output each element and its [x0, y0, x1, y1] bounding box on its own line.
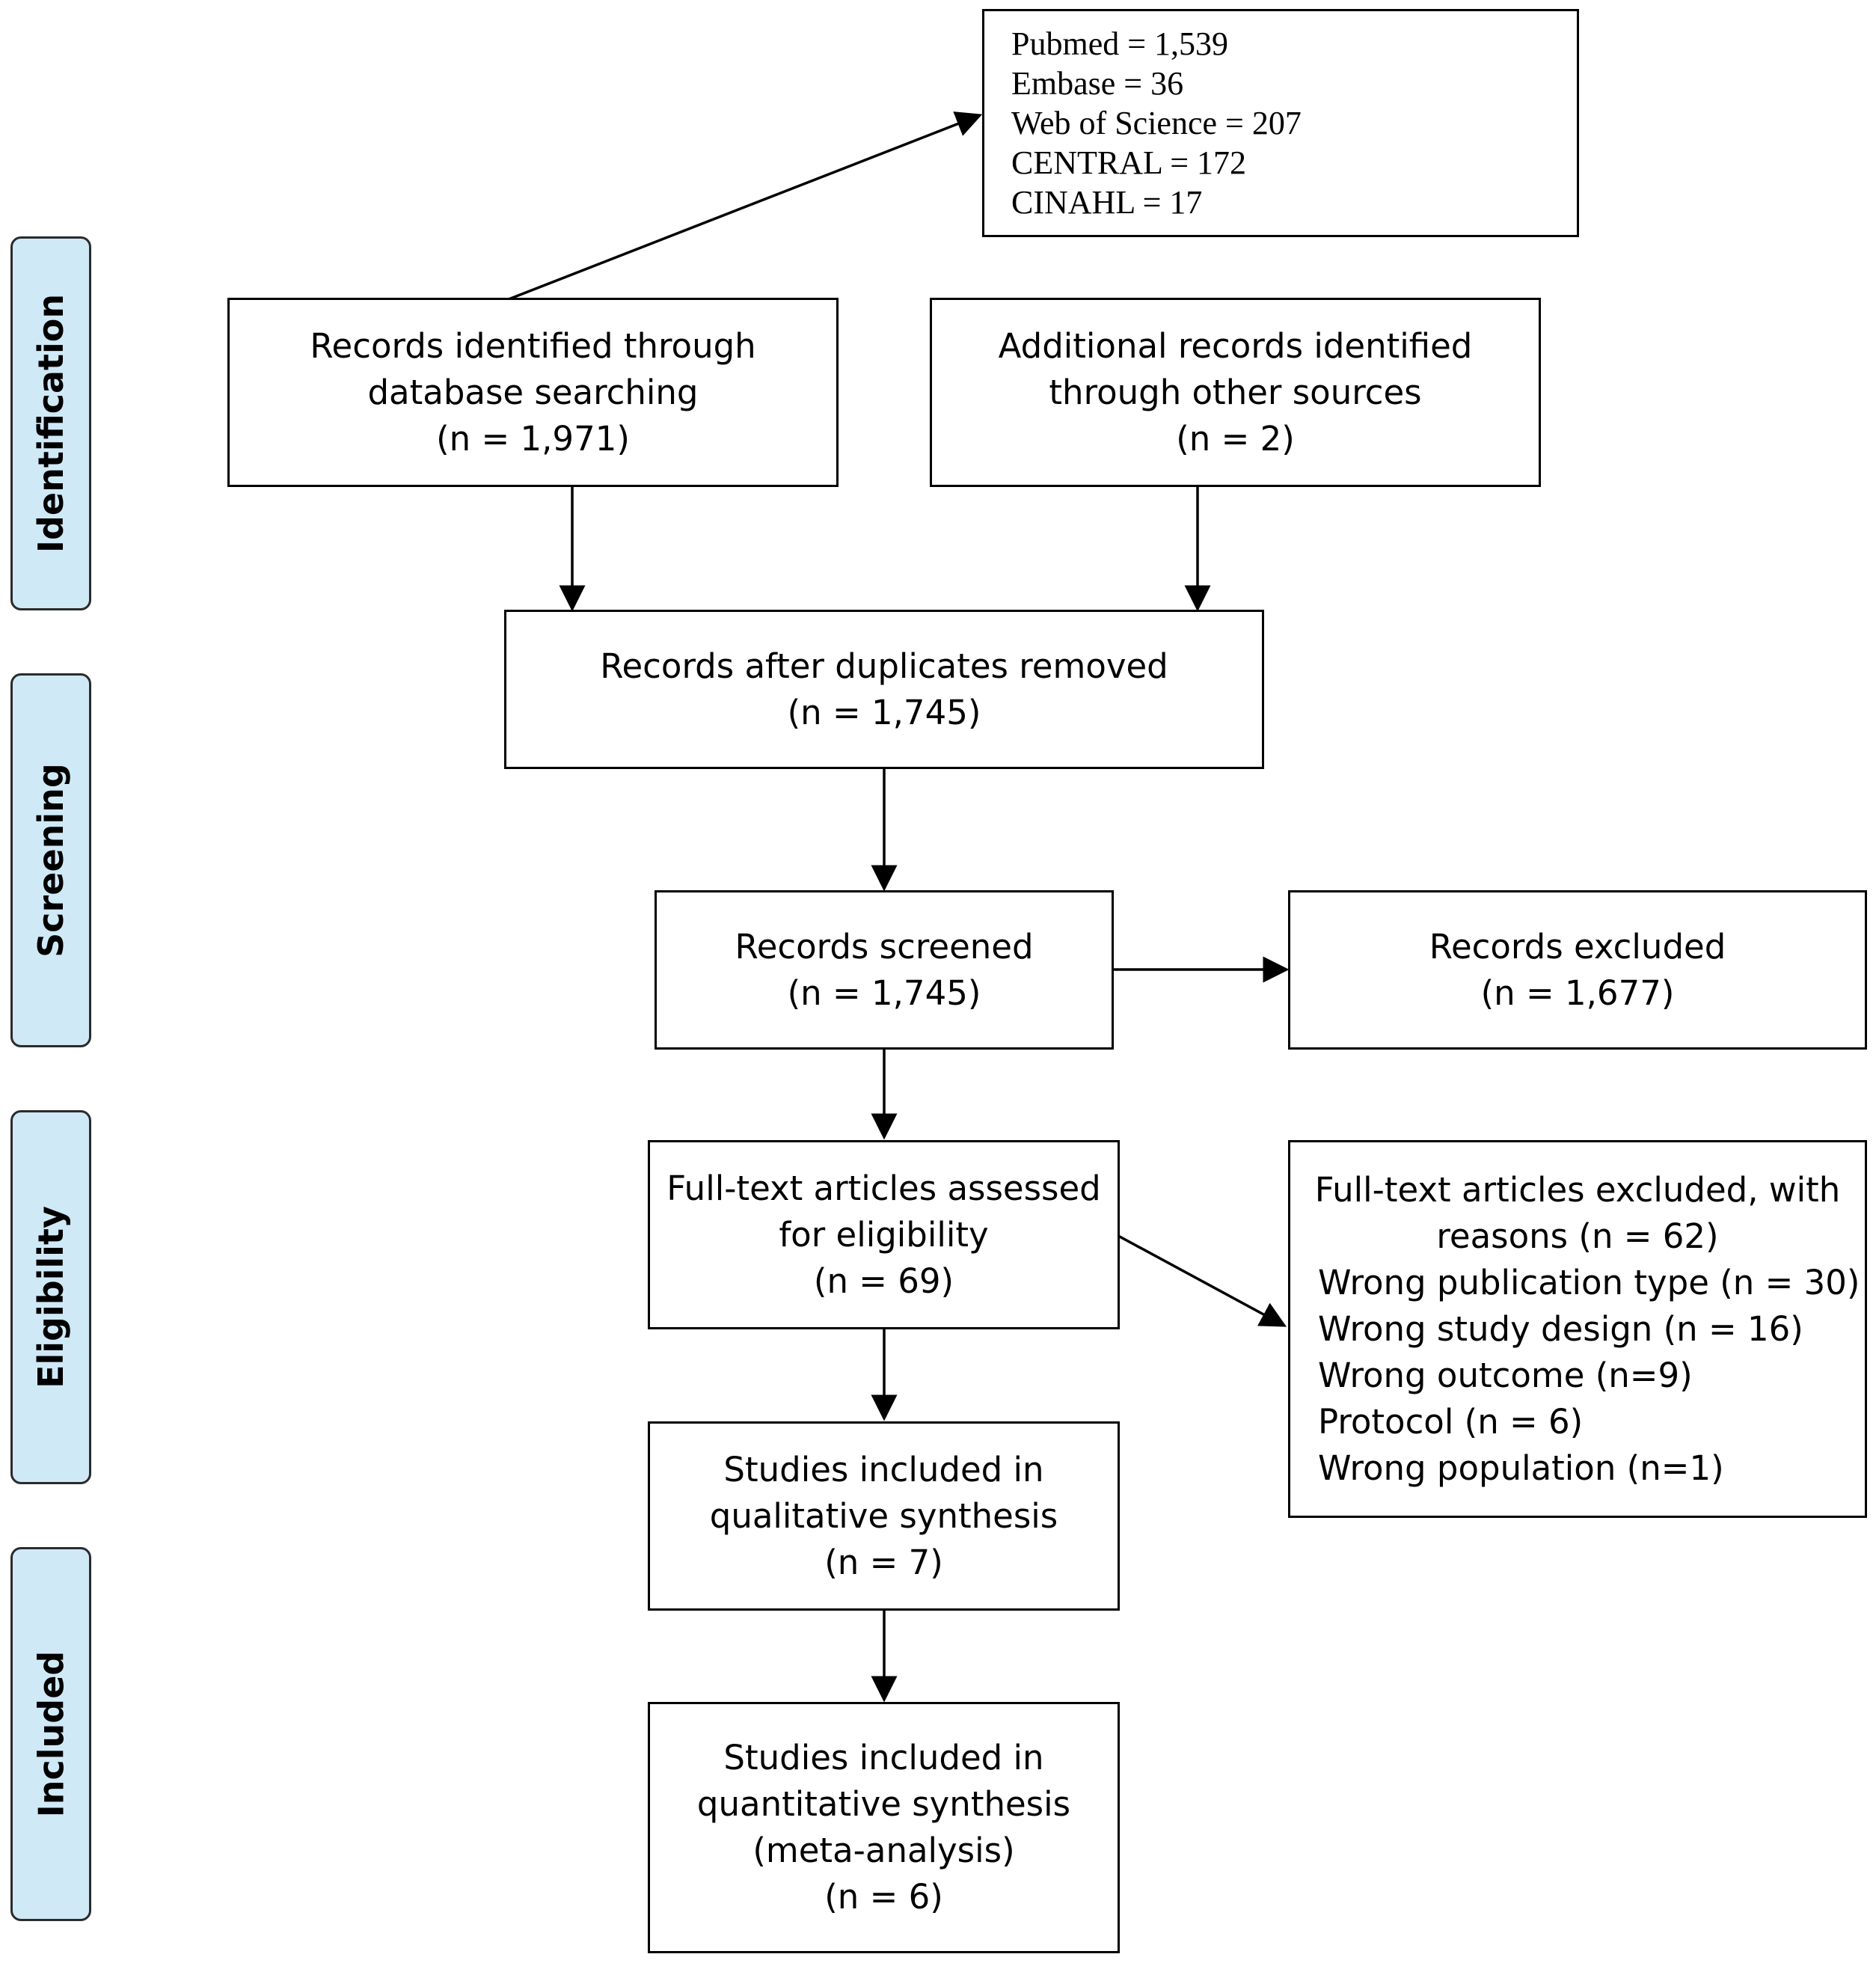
fulltext-assessed-box: Full-text articles assessed for eligibil…	[648, 1140, 1120, 1329]
qualitative-synthesis-box: Studies included in qualitative synthesi…	[648, 1421, 1120, 1611]
excluded-header-line: reasons (n = 62)	[1436, 1216, 1719, 1256]
phase-eligibility: Eligibility	[10, 1110, 91, 1484]
box-text-line: Records excluded	[1429, 926, 1726, 967]
database-line: CENTRAL = 172	[1011, 144, 1247, 181]
box-text-line: Records after duplicates removed	[600, 646, 1168, 686]
other-sources-box: Additional records identified through ot…	[930, 298, 1541, 487]
database-line: Embase = 36	[1011, 65, 1184, 102]
phase-included: Included	[10, 1547, 91, 1921]
box-text-line: (n = 7)	[824, 1542, 943, 1582]
box-text-line: (n = 1,745)	[787, 973, 981, 1013]
box-text-line: qualitative synthesis	[709, 1495, 1058, 1536]
box-text-line: through other sources	[1049, 372, 1422, 412]
box-text-line: Studies included in	[723, 1738, 1044, 1777]
box-text-line: (n = 69)	[813, 1261, 954, 1301]
box-text-line: Records identified through	[310, 325, 756, 366]
exclusion-reason: Protocol (n = 6)	[1318, 1401, 1584, 1442]
arrow-search-to-databases	[508, 111, 983, 301]
box-text-line: (n = 1,745)	[787, 692, 981, 732]
box-text-line: (n = 1,677)	[1480, 973, 1675, 1013]
records-excluded-box: Records excluded (n = 1,677)	[1288, 890, 1867, 1050]
duplicates-removed-box: Records after duplicates removed (n = 1,…	[504, 610, 1264, 769]
phase-identification: Identification	[10, 236, 91, 610]
exclusion-reason: Wrong population (n=1)	[1318, 1448, 1724, 1488]
box-text-line: (n = 2)	[1176, 418, 1295, 459]
records-screened-box: Records screened (n = 1,745)	[655, 890, 1114, 1050]
database-breakdown-box: Pubmed = 1,539 Embase = 36 Web of Scienc…	[982, 9, 1579, 237]
quantitative-synthesis-box: Studies included in quantitative synthes…	[648, 1702, 1120, 1953]
box-text-line: Records screened	[735, 926, 1034, 967]
box-text-line: database searching	[367, 372, 699, 412]
excluded-header-line: Full-text articles excluded, with	[1314, 1169, 1841, 1210]
fulltext-excluded-box: Full-text articles excluded, with reason…	[1288, 1140, 1867, 1518]
box-text-line: (n = 1,971)	[436, 418, 630, 459]
database-line: Pubmed = 1,539	[1011, 25, 1229, 62]
phase-screening: Screening	[10, 673, 91, 1047]
box-text-line: Studies included in	[723, 1449, 1044, 1489]
database-line: CINAHL = 17	[1011, 184, 1203, 221]
database-search-box: Records identified through database sear…	[227, 298, 839, 487]
exclusion-reason: Wrong outcome (n=9)	[1318, 1355, 1693, 1395]
box-text-line: (n = 6)	[824, 1877, 943, 1917]
box-text-line: quantitative synthesis	[696, 1784, 1071, 1824]
box-text-line: for eligibility	[779, 1214, 989, 1255]
arrow-fulltext-to-fulltext-excluded	[1118, 1234, 1287, 1327]
box-text-line: (meta-analysis)	[752, 1831, 1015, 1870]
exclusion-reason: Wrong publication type (n = 30)	[1318, 1262, 1860, 1302]
exclusion-reason: Wrong study design (n = 16)	[1318, 1308, 1803, 1349]
box-text-line: Full-text articles assessed	[666, 1168, 1101, 1208]
box-text-line: Additional records identified	[998, 325, 1473, 366]
database-line: Web of Science = 207	[1011, 105, 1302, 141]
